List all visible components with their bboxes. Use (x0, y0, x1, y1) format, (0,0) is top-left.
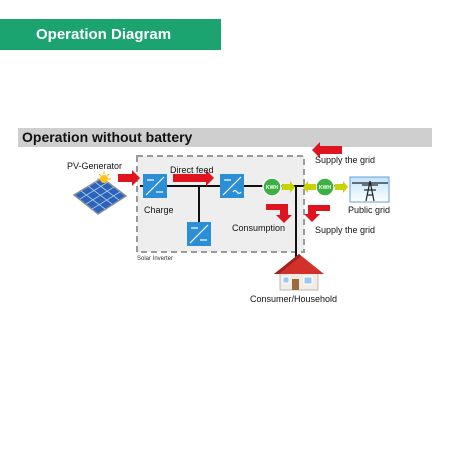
house-icon (274, 254, 324, 291)
section-title: Operation without battery (22, 129, 193, 145)
label-pv-generator: PV-Generator (67, 161, 123, 171)
red-flow-arrows (118, 142, 342, 223)
converter-icon (187, 222, 211, 246)
arrow-direct-feed (173, 170, 214, 186)
kwh-meter-icon: KWH (315, 177, 335, 197)
arrow-supply-grid-bottom (304, 205, 330, 222)
arrow-pv-in (118, 170, 140, 186)
arrow-supply-grid-top (312, 142, 342, 158)
kwh-meter-icon: KWH (262, 177, 282, 197)
solar-panel-icon (72, 171, 128, 215)
label-direct-feed: Direct feed (170, 165, 214, 175)
label-solar-inverter: Solar Inverter (137, 256, 174, 262)
header-banner (0, 19, 221, 50)
section-bar (18, 128, 432, 147)
label-consumer: Consumer/Household (250, 294, 338, 304)
label-supply-grid-bottom: Supply the grid (315, 225, 376, 235)
power-pylon-icon (349, 176, 390, 203)
page-title: Operation Diagram (36, 26, 172, 43)
converter-icon (220, 174, 244, 198)
meter-1-label: KWH (266, 185, 278, 191)
label-public-grid: Public grid (348, 205, 391, 215)
label-supply-grid-top: Supply the grid (315, 155, 376, 165)
converter-icon (143, 174, 167, 198)
label-consumption: Consumption (232, 223, 286, 233)
arrow-consumption (266, 204, 292, 223)
meter-2-label: KWH (319, 185, 331, 191)
flow-arrows-small (282, 181, 348, 193)
label-charge: Charge (144, 205, 174, 215)
